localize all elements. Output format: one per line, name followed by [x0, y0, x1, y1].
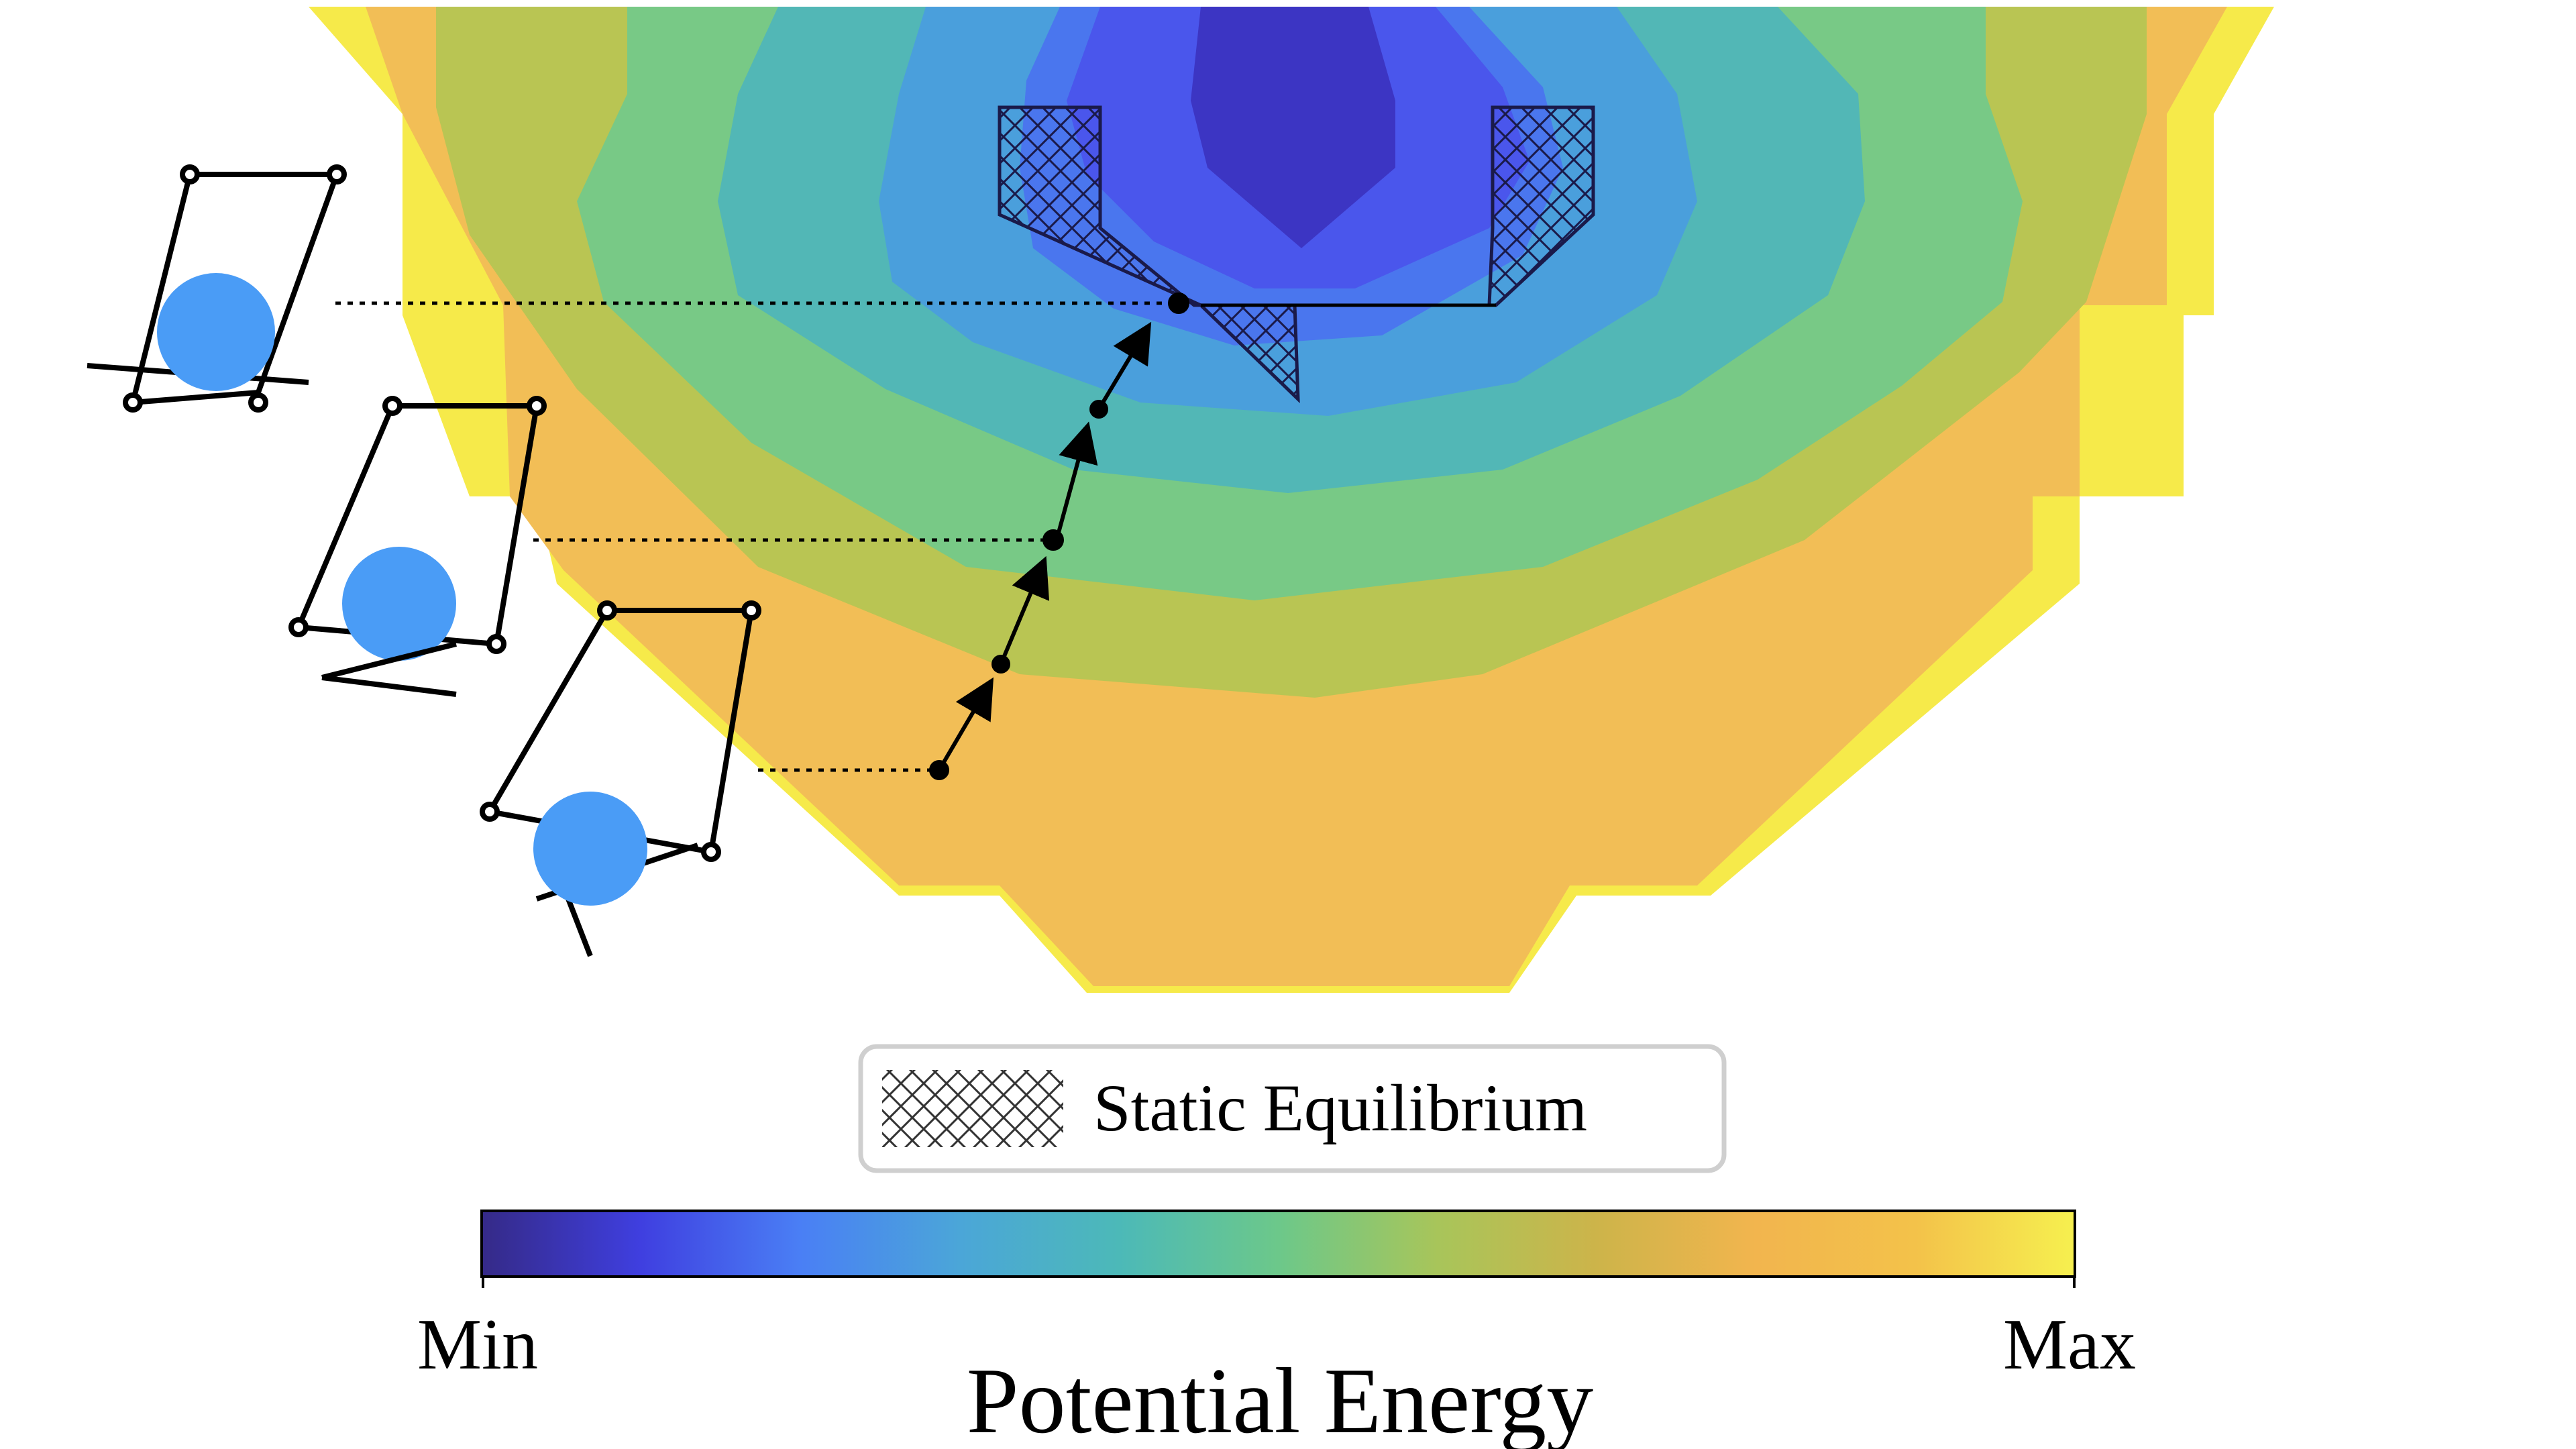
path-point-mid-1	[991, 655, 1010, 674]
legend-label: Static Equilibrium	[1093, 1071, 1587, 1145]
path-segment-3	[1055, 421, 1098, 541]
legend-hatch-swatch	[882, 1070, 1063, 1147]
path-segment-1	[937, 677, 994, 771]
path-point-start	[929, 760, 949, 780]
path-segment-4	[1097, 321, 1152, 411]
colorbar: Min Max Potential Energy	[417, 1210, 2136, 1449]
legend: Static Equilibrium	[858, 1044, 1727, 1173]
gripper-pose-3	[480, 600, 761, 957]
gripper-pose-1	[87, 164, 347, 413]
colorbar-min-label: Min	[417, 1305, 538, 1385]
gripper-pose-2	[288, 396, 547, 697]
ball-2	[342, 547, 456, 661]
equilibrium-path	[929, 292, 1189, 780]
static-equilibrium-region	[998, 105, 1595, 404]
path-point-mid-2	[1042, 529, 1064, 551]
pose-guide-lines	[335, 301, 1177, 772]
path-point-mid-3	[1089, 400, 1108, 419]
ball-3	[533, 792, 647, 906]
legend-box	[858, 1044, 1727, 1173]
path-point-end	[1168, 292, 1189, 314]
colorbar-gradient	[480, 1210, 2076, 1278]
contour-level-9	[1191, 7, 1395, 248]
path-segment-2	[999, 555, 1050, 665]
colorbar-max-label: Max	[2003, 1305, 2136, 1385]
ball-1	[157, 273, 275, 391]
colorbar-title: Potential Energy	[967, 1349, 1593, 1449]
